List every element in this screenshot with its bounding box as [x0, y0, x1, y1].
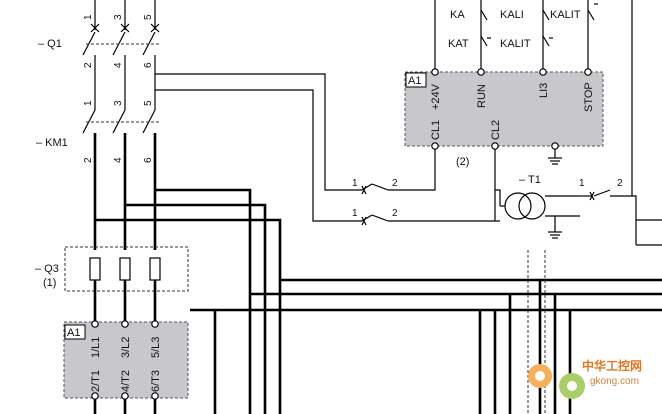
t1-label: – T1 — [519, 174, 541, 186]
contact-label: KALI — [500, 9, 524, 21]
watermark-logo: 中华工控网 gkong.com — [528, 358, 642, 399]
control-wiring — [155, 0, 662, 246]
switch-number: 1 — [352, 208, 358, 219]
pole-number: 5 — [143, 14, 154, 20]
watermark-name: 中华工控网 — [582, 358, 642, 373]
pole-number: 4 — [113, 62, 124, 68]
a1-terminal-label: CL2 — [490, 120, 502, 140]
pole-number: 2 — [83, 157, 94, 163]
km1-label: – KM1 — [36, 137, 68, 149]
a1-terminal-label: 2/T1 — [90, 370, 102, 392]
switch-number: 2 — [392, 178, 398, 189]
pole-number: 6 — [143, 157, 154, 163]
contact-label: KA — [450, 9, 465, 21]
q1-label: – Q1 — [38, 38, 62, 50]
pole-number: 3 — [113, 14, 124, 20]
a1-terminal-label: +24V — [430, 83, 442, 110]
watermark-url: gkong.com — [590, 376, 639, 387]
q3-note: (1) — [43, 277, 56, 289]
pole-number: 5 — [143, 100, 154, 106]
a1-terminal-label: 4/T2 — [120, 370, 132, 392]
km1-top-pole-numbers: 1 3 5 — [83, 100, 154, 106]
a1-terminal-label: CL1 — [430, 120, 442, 140]
switch-number: 2 — [617, 178, 623, 189]
pole-number: 4 — [113, 157, 124, 163]
q1-top-pole-numbers: 1 3 5 — [83, 14, 154, 20]
switch-number: 1 — [352, 178, 358, 189]
contact-label: KAT — [448, 38, 469, 50]
pole-number: 1 — [83, 14, 94, 20]
a1-terminal-label: 3/L2 — [120, 337, 132, 358]
switch-number: 1 — [579, 178, 585, 189]
km1-bottom-pole-numbers: 2 4 6 — [83, 157, 154, 163]
pole-number: 2 — [83, 62, 94, 68]
a1-terminal-label: LI3 — [538, 83, 550, 98]
a1-terminal-label: STOP — [583, 82, 595, 112]
a1-terminal-label: 5/L3 — [150, 337, 162, 358]
a1-terminal-label: 6/T3 — [150, 370, 162, 392]
pole-number: 3 — [113, 100, 124, 106]
contact-label: KALIT — [500, 38, 531, 50]
a1-top-label: A1 — [408, 75, 421, 87]
q1-bottom-pole-numbers: 2 4 6 — [83, 62, 154, 68]
a1-bottom-label: A1 — [67, 327, 80, 339]
note-2: (2) — [456, 156, 469, 168]
switch-number: 2 — [392, 208, 398, 219]
pole-number: 6 — [143, 62, 154, 68]
pole-number: 1 — [83, 100, 94, 106]
a1-terminal-label: 1/L1 — [90, 337, 102, 358]
contact-label: KALIT — [550, 9, 581, 21]
q3-label: – Q3 — [35, 263, 59, 275]
a1-terminal-label: RUN — [476, 84, 488, 108]
a1-control-block — [404, 0, 604, 165]
